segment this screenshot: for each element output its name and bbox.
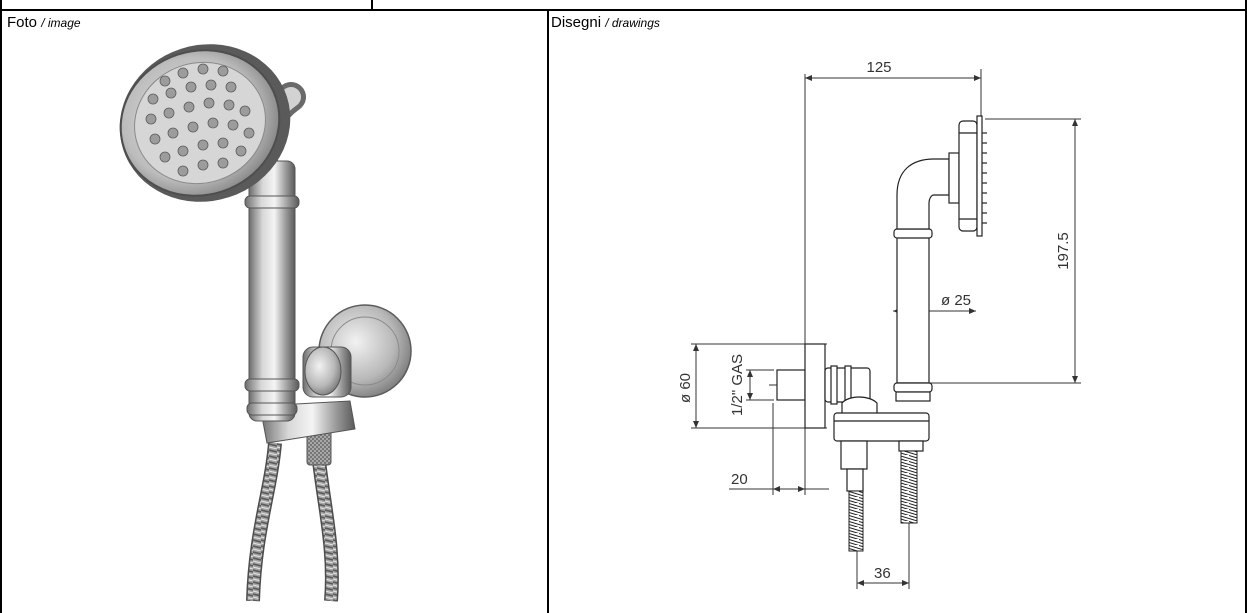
hose-right: [900, 450, 918, 524]
drawing-panel: Disegni / drawings: [549, 11, 1247, 613]
shower-outline: [776, 115, 983, 492]
top-strip: [0, 0, 1247, 10]
dim-1975-label: 197.5: [1055, 232, 1072, 270]
hose-left: [848, 490, 864, 552]
dim-20-label: 20: [731, 471, 748, 488]
photo-panel: Foto / image: [5, 11, 547, 613]
top-strip-right-border: [1245, 0, 1247, 10]
table-left-border: [0, 9, 2, 613]
dim-36-label: 36: [874, 565, 891, 582]
photo-label: Foto: [7, 14, 38, 31]
technical-drawing: 125 197.5 ø 25 ø 60 1/2" GAS 20 36: [677, 59, 1081, 589]
drawing-label: Disegni: [551, 14, 602, 31]
dim-125-label: 125: [866, 59, 891, 76]
photo-sublabel: / image: [41, 16, 81, 30]
top-strip-divider: [371, 0, 373, 10]
table-top-border: [0, 9, 1247, 11]
photo-caption: Foto / image: [7, 13, 81, 33]
top-strip-left-border: [0, 0, 2, 10]
drawing-caption: Disegni / drawings: [551, 13, 660, 33]
table-right-border: [1245, 9, 1247, 613]
table-column-divider: [547, 9, 549, 613]
drawing-sublabel: / drawings: [605, 16, 660, 30]
dim-25-label: ø 25: [941, 292, 971, 309]
dim-gas-label: 1/2" GAS: [729, 354, 746, 416]
shower-nozzles: [982, 132, 987, 224]
product-photo: [119, 44, 412, 602]
dim-60-label: ø 60: [677, 373, 694, 403]
